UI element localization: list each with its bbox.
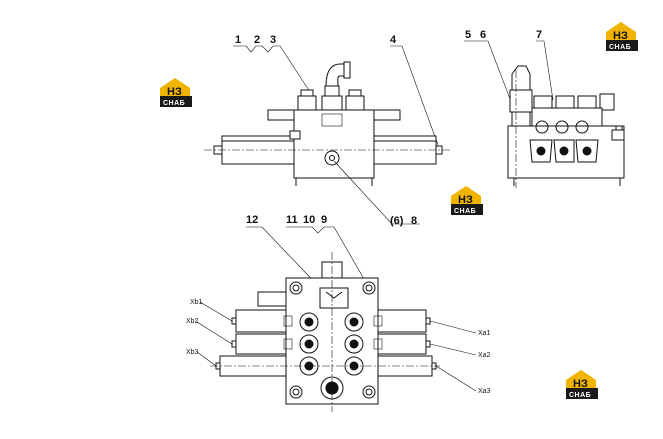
- callout-2: 2: [254, 34, 260, 46]
- leader-1-2-3: [233, 45, 311, 93]
- logo-top-right: НЗ СНАБ: [606, 22, 638, 51]
- leader-11-10-9: [286, 226, 369, 287]
- valve-body: [293, 109, 375, 179]
- top-view: 12 11 10 9: [186, 214, 491, 412]
- callout-7: 7: [536, 29, 542, 41]
- callout-8: 8: [411, 215, 417, 227]
- fitting-right: [345, 95, 365, 111]
- svg-text:СНАБ: СНАБ: [454, 208, 476, 215]
- callout-12: 12: [246, 214, 258, 226]
- callout-6: 6: [480, 29, 486, 41]
- logo-center: НЗ СНАБ: [451, 186, 483, 215]
- callout-3: 3: [270, 34, 276, 46]
- spool-xb1: [235, 309, 287, 333]
- svg-text:СНАБ: СНАБ: [609, 44, 631, 51]
- svg-text:НЗ: НЗ: [167, 86, 182, 98]
- side-view: 5 6 7: [464, 29, 625, 188]
- port-label-xa2: Xa2: [478, 352, 491, 359]
- callout-10: 10: [303, 214, 315, 226]
- callout-5: 5: [465, 29, 471, 41]
- port-label-xb2: Xb2: [186, 318, 199, 325]
- svg-text:СНАБ: СНАБ: [569, 392, 591, 399]
- logo-left: НЗ СНАБ: [160, 78, 192, 107]
- port-label-xa3: Xa3: [478, 388, 491, 395]
- svg-text:НЗ: НЗ: [613, 30, 628, 42]
- port-label-xb1: Xb1: [190, 299, 203, 306]
- svg-text:СНАБ: СНАБ: [163, 100, 185, 107]
- port-label-xa1: Xa1: [478, 330, 491, 337]
- leader-5-6: [464, 40, 519, 121]
- elbow-fitting: [325, 63, 345, 87]
- port-label-xb3: Xb3: [186, 349, 199, 356]
- spool-xb2: [235, 333, 287, 355]
- port-6: [324, 150, 340, 166]
- callout-1: 1: [235, 34, 241, 46]
- svg-text:НЗ: НЗ: [458, 194, 473, 206]
- fitting-left: [297, 95, 317, 111]
- leader-7: [536, 40, 554, 101]
- leader-12: [246, 226, 325, 293]
- svg-text:НЗ: НЗ: [573, 378, 588, 390]
- callout-9: 9: [321, 214, 327, 226]
- tall-fitting: [511, 65, 531, 91]
- logo-bottom-right: НЗ СНАБ: [566, 370, 598, 399]
- front-view: 1 2 3 4: [204, 34, 452, 227]
- spool-xa2: [377, 333, 427, 355]
- callout-4: 4: [390, 34, 397, 46]
- leader-4: [390, 45, 439, 146]
- callout-11: 11: [286, 214, 298, 226]
- callout-6b: (6): [390, 215, 404, 227]
- spool-xa1: [377, 309, 427, 333]
- leader-6-8: [333, 160, 420, 225]
